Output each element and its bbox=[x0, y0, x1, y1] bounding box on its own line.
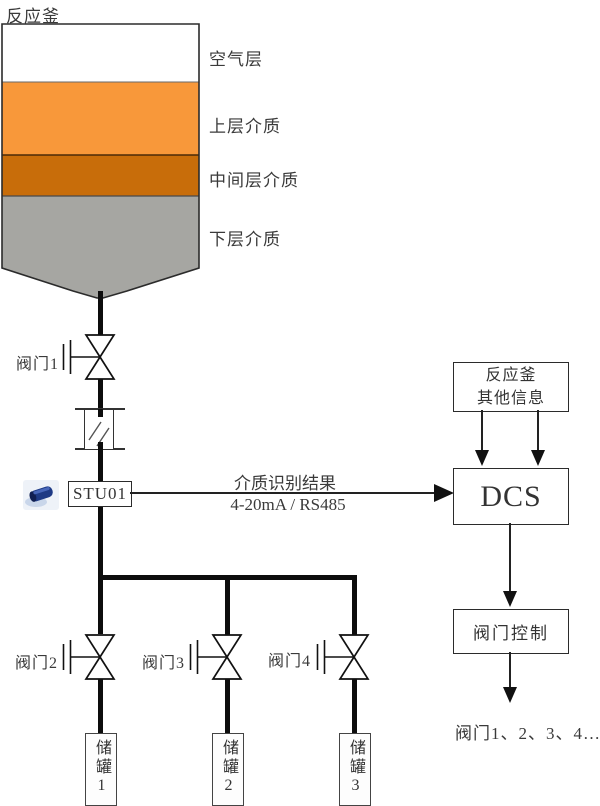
ultrasonic-sensor-icon bbox=[23, 480, 59, 510]
vessel-outline bbox=[1, 23, 200, 299]
dcs-box: DCS bbox=[453, 468, 569, 525]
sensor-tag-box: STU01 bbox=[68, 481, 132, 507]
signal-result-label: 介质识别结果 bbox=[234, 474, 336, 493]
pipe-vessel-to-valve1 bbox=[97, 291, 103, 336]
dcs-label: DCS bbox=[480, 479, 542, 513]
layer-lower-label: 下层介质 bbox=[209, 230, 281, 249]
valve-3-symbol bbox=[189, 634, 243, 680]
arrow-vc-valves-line bbox=[509, 652, 511, 689]
pipe-sightglass-to-sensor bbox=[97, 449, 103, 482]
arrow-vc-valves-head-icon bbox=[502, 687, 517, 703]
arrow-info-dcs-left-line bbox=[481, 410, 483, 452]
reactor-vessel bbox=[1, 23, 200, 299]
layer-middle-label: 中间层介质 bbox=[209, 171, 299, 190]
pipe-valve3-to-tank2 bbox=[224, 676, 230, 733]
controlled-valves-label: 阀门1、2、3、4…… bbox=[455, 724, 600, 743]
pipe-branch-to-valve3 bbox=[224, 575, 230, 635]
tank-1-label: 储罐1 bbox=[93, 739, 110, 797]
valve-3-label: 阀门3 bbox=[142, 655, 186, 672]
valve-4-label: 阀门4 bbox=[268, 653, 312, 670]
pipe-valve2-to-tank1 bbox=[97, 676, 103, 733]
valve-4-symbol bbox=[316, 634, 370, 680]
arrow-info-dcs-right-head-icon bbox=[530, 450, 545, 466]
pipe-stub-top bbox=[97, 409, 103, 417]
layer-air-label: 空气层 bbox=[209, 50, 263, 69]
arrow-info-dcs-right-line bbox=[537, 410, 539, 452]
valve-1-symbol bbox=[62, 334, 116, 380]
tank-2: 储罐2 bbox=[212, 733, 244, 806]
pipe-valve1-to-sightglass bbox=[97, 377, 103, 411]
layer-upper bbox=[2, 82, 199, 155]
layer-middle bbox=[2, 155, 199, 196]
pipe-sensor-to-valve2 bbox=[97, 504, 103, 634]
pipe-valve4-to-tank3 bbox=[351, 676, 357, 733]
tank-3-label: 储罐3 bbox=[347, 739, 364, 797]
tank-1: 储罐1 bbox=[85, 733, 117, 806]
layer-lower bbox=[2, 196, 199, 298]
signal-arrowhead-icon bbox=[434, 484, 454, 502]
valve-1-label: 阀门1 bbox=[16, 356, 60, 373]
pipe-stub-bottom bbox=[97, 442, 103, 450]
tank-2-label: 储罐2 bbox=[220, 739, 237, 797]
signal-line bbox=[130, 492, 435, 494]
valve-2-label: 阀门2 bbox=[15, 655, 59, 672]
valve-2-symbol bbox=[62, 634, 116, 680]
layer-upper-label: 上层介质 bbox=[209, 117, 281, 136]
reactor-info-line1: 反应釜 bbox=[485, 366, 537, 384]
arrow-dcs-vc-line bbox=[509, 523, 511, 593]
sensor-tag-label: STU01 bbox=[72, 484, 128, 503]
layer-air bbox=[2, 24, 199, 82]
valve-control-box: 阀门控制 bbox=[453, 609, 569, 654]
reactor-info-box: 反应釜 其他信息 bbox=[453, 362, 569, 412]
arrow-info-dcs-left-head-icon bbox=[474, 450, 489, 466]
reactor-title: 反应釜 bbox=[6, 7, 60, 26]
arrow-dcs-vc-head-icon bbox=[502, 591, 517, 607]
pipe-branch-to-valve4 bbox=[351, 575, 357, 635]
signal-protocol-label: 4-20mA / RS485 bbox=[230, 495, 346, 514]
reactor-info-line2: 其他信息 bbox=[476, 390, 545, 407]
tank-3: 储罐3 bbox=[339, 733, 371, 806]
valve-control-label: 阀门控制 bbox=[473, 624, 549, 643]
